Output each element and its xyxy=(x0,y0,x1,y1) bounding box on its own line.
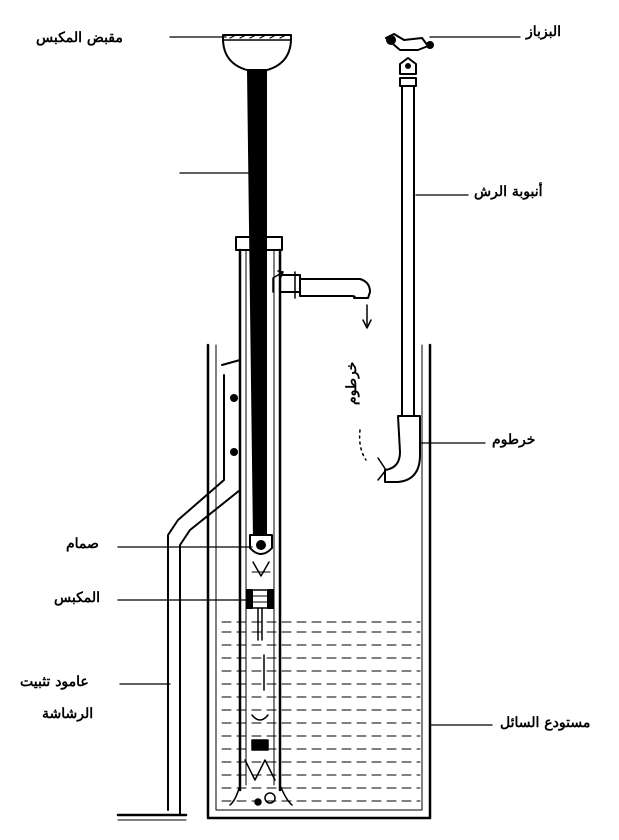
label-nozzle: البزباز xyxy=(526,24,562,40)
label-liquid-tank: مستودع السائل xyxy=(500,715,591,731)
piston xyxy=(246,589,274,641)
label-valve: صمام xyxy=(66,536,99,552)
label-rod-line1: عامود تثبيت xyxy=(20,674,89,690)
spray-tube xyxy=(399,77,417,417)
piston-handle xyxy=(222,34,292,73)
label-rod-line2: الرشاشة xyxy=(42,706,94,722)
label-hose-vertical: خرطوم xyxy=(344,361,360,405)
label-hose: خرطوم xyxy=(492,432,536,448)
outlet-spout xyxy=(272,270,372,329)
support-rod xyxy=(116,359,241,821)
label-piston: المكبس xyxy=(54,590,101,606)
label-piston-handle: مقبض المكبس xyxy=(36,30,123,46)
leader-lines xyxy=(117,36,521,726)
inner-tube xyxy=(229,654,293,806)
piston-rod xyxy=(247,69,267,541)
liquid xyxy=(221,621,421,802)
hose xyxy=(358,415,421,483)
liquid-tank xyxy=(206,343,432,820)
valve xyxy=(249,534,273,577)
spray-nozzle xyxy=(385,33,434,75)
label-spray-tube: أنبوبة الرش xyxy=(474,184,543,200)
